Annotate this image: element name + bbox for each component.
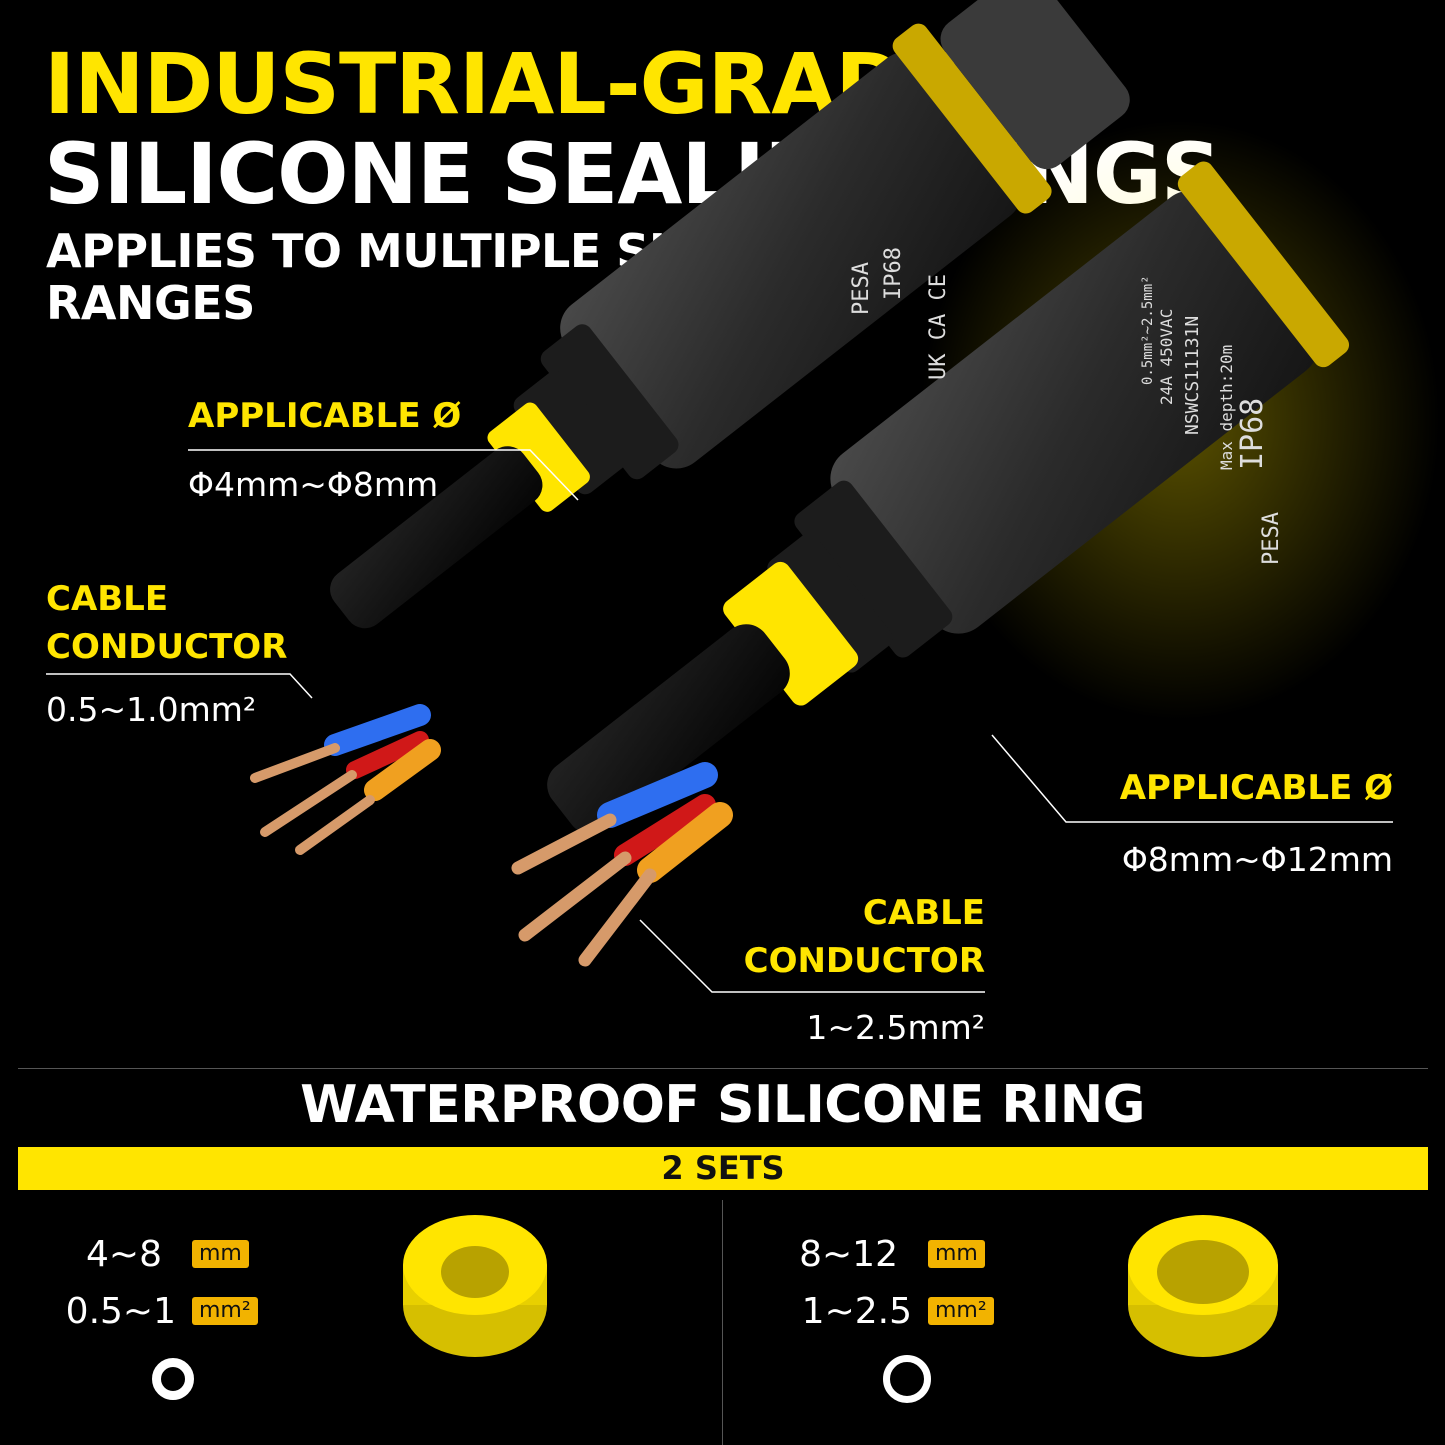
right-ring-cross-section-icon	[883, 1355, 931, 1403]
small-conductor-value: 0.5~1.0mm²	[46, 690, 257, 729]
small-ring-image	[403, 1215, 547, 1357]
right-connector-brand: PESA	[1259, 512, 1284, 565]
left-wires	[250, 704, 441, 855]
small-conductor-title-line1: CABLE	[46, 579, 169, 619]
left-area-unit: mm²	[192, 1297, 258, 1325]
right-area-unit: mm²	[928, 1297, 994, 1325]
left-area-value: 0.5~1	[65, 1291, 176, 1332]
leader-line-small-diameter	[188, 449, 579, 501]
large-diameter-title: APPLICABLE Ø	[1119, 768, 1393, 808]
section-divider	[18, 1068, 1428, 1069]
leader-line-small-conductor	[46, 673, 313, 699]
right-connector-model: NSWCS11131N	[1182, 316, 1203, 435]
subtitle: APPLIES TO MULTIPLE SIZE RANGES	[46, 224, 730, 330]
right-diameter-value: 8~12	[799, 1234, 898, 1275]
left-connector-rating: IP68	[881, 247, 906, 300]
small-diameter-value: Φ4mm~Φ8mm	[188, 465, 439, 504]
small-diameter-title: APPLICABLE Ø	[188, 396, 462, 436]
connector-illustration: PESA IP68 UK CA CE PESA IP68 Max depth:2…	[46, 0, 1440, 993]
left-diameter-unit: mm	[192, 1240, 249, 1268]
left-connector-marks: UK CA CE	[926, 274, 951, 380]
small-conductor-title: CABLE CONDUCTOR	[46, 576, 287, 671]
vertical-divider	[722, 1200, 723, 1445]
leader-line-large-conductor	[639, 919, 985, 993]
section-title: WATERPROOF SILICONE RING	[300, 1075, 1145, 1135]
left-connector-brand: PESA	[849, 262, 874, 315]
right-connector-spec1: 24A 450VAC	[1157, 309, 1176, 405]
small-conductor-title-line2: CONDUCTOR	[46, 626, 288, 667]
right-connector-depth: Max depth:20m	[1217, 345, 1236, 470]
large-conductor-title: CABLE CONDUCTOR	[744, 890, 985, 985]
large-conductor-title-line2: CONDUCTOR	[743, 940, 985, 981]
large-conductor-title-line1: CABLE	[862, 893, 985, 933]
headline-industrial-grade: INDUSTRIAL-GRADE	[44, 35, 961, 133]
right-connector-spec2: 0.5mm²~2.5mm²	[1140, 275, 1156, 385]
right-area-value: 1~2.5	[801, 1291, 912, 1332]
large-ring-image	[1128, 1215, 1278, 1357]
sets-label: 2 SETS	[661, 1149, 785, 1187]
right-connector-rating: IP68	[1235, 398, 1270, 470]
large-conductor-value: 1~2.5mm²	[806, 1008, 985, 1047]
left-diameter-value: 4~8	[86, 1234, 162, 1275]
right-wires	[511, 762, 733, 967]
left-connector	[330, 0, 1130, 629]
large-diameter-value: Φ8mm~Φ12mm	[1121, 840, 1393, 879]
right-diameter-unit: mm	[928, 1240, 985, 1268]
right-connector	[547, 161, 1350, 835]
sets-bar: 2 SETS	[18, 1147, 1428, 1190]
left-ring-cross-section-icon	[152, 1358, 194, 1400]
leader-line-large-diameter	[991, 734, 1393, 823]
